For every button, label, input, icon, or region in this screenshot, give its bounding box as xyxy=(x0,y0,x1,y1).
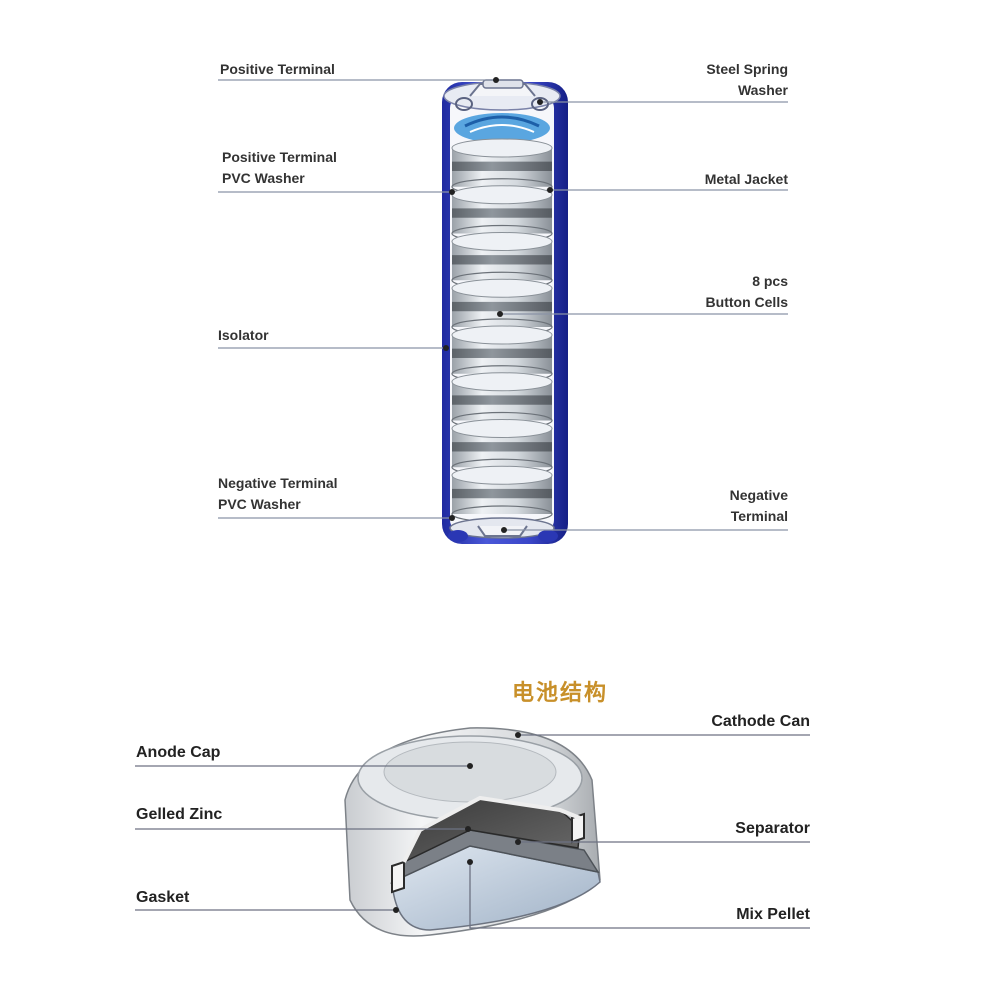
label-isolator: Isolator xyxy=(218,327,269,343)
button-cell-top xyxy=(451,232,553,251)
button-cell-band xyxy=(452,301,552,312)
gasket xyxy=(391,812,585,894)
button-cell xyxy=(451,325,553,383)
button-cell-band xyxy=(452,395,552,405)
label-anode-cap: Anode Cap xyxy=(136,744,221,761)
label-cathode-can: Cathode Can xyxy=(711,713,810,730)
button-cell-band xyxy=(452,442,552,452)
positive-terminal-cap xyxy=(443,79,561,111)
button-cell-top xyxy=(451,138,553,158)
label-positive-terminal: Positive Terminal xyxy=(220,61,335,77)
top-leader-dots xyxy=(443,77,553,533)
label-negative-terminal-pvc-washer: Negative Terminal PVC Washer xyxy=(218,475,338,512)
label-steel-spring-washer: Steel Spring Washer xyxy=(706,61,788,98)
button-cells-stack xyxy=(451,138,553,523)
label-mix-pellet: Mix Pellet xyxy=(736,906,810,923)
button-cell-top xyxy=(451,325,553,345)
bottom-leader-lines xyxy=(135,734,810,929)
button-cell-band xyxy=(452,161,552,171)
button-cell-band xyxy=(452,208,552,218)
button-cell-cutaway xyxy=(344,727,601,937)
leader-mix-pellet xyxy=(469,862,810,929)
button-cell-band xyxy=(452,488,552,499)
steel-spring-washer xyxy=(454,97,550,143)
top-leader-lines xyxy=(218,79,788,531)
label-gelled-zinc: Gelled Zinc xyxy=(136,806,223,823)
button-cell-top xyxy=(451,185,553,205)
button-cell-band xyxy=(452,255,552,265)
label-separator: Separator xyxy=(735,820,810,837)
label-metal-jacket: Metal Jacket xyxy=(704,171,788,187)
bottom-leader-dots xyxy=(393,732,521,913)
button-cell xyxy=(451,232,553,289)
label-negative-terminal: Negative Terminal xyxy=(729,487,788,524)
label-gasket: Gasket xyxy=(136,889,190,906)
button-cell xyxy=(451,465,553,523)
button-cell-title: 电池结构 xyxy=(511,680,608,705)
button-cell-top xyxy=(451,278,553,298)
button-cell xyxy=(451,372,553,430)
button-cell-top xyxy=(451,465,553,485)
button-cell xyxy=(451,185,553,243)
button-cell-top xyxy=(451,419,553,438)
button-cell-top xyxy=(451,372,553,392)
label-button-cells: 8 pcs Button Cells xyxy=(705,273,788,310)
button-cell-band xyxy=(452,348,552,358)
button-cell xyxy=(451,138,553,196)
label-positive-terminal-pvc-washer: Positive Terminal PVC Washer xyxy=(222,149,337,186)
button-cell xyxy=(451,419,553,476)
mix-pellet xyxy=(391,845,601,931)
button-cell xyxy=(451,278,553,336)
battery-cylinder xyxy=(442,79,568,544)
